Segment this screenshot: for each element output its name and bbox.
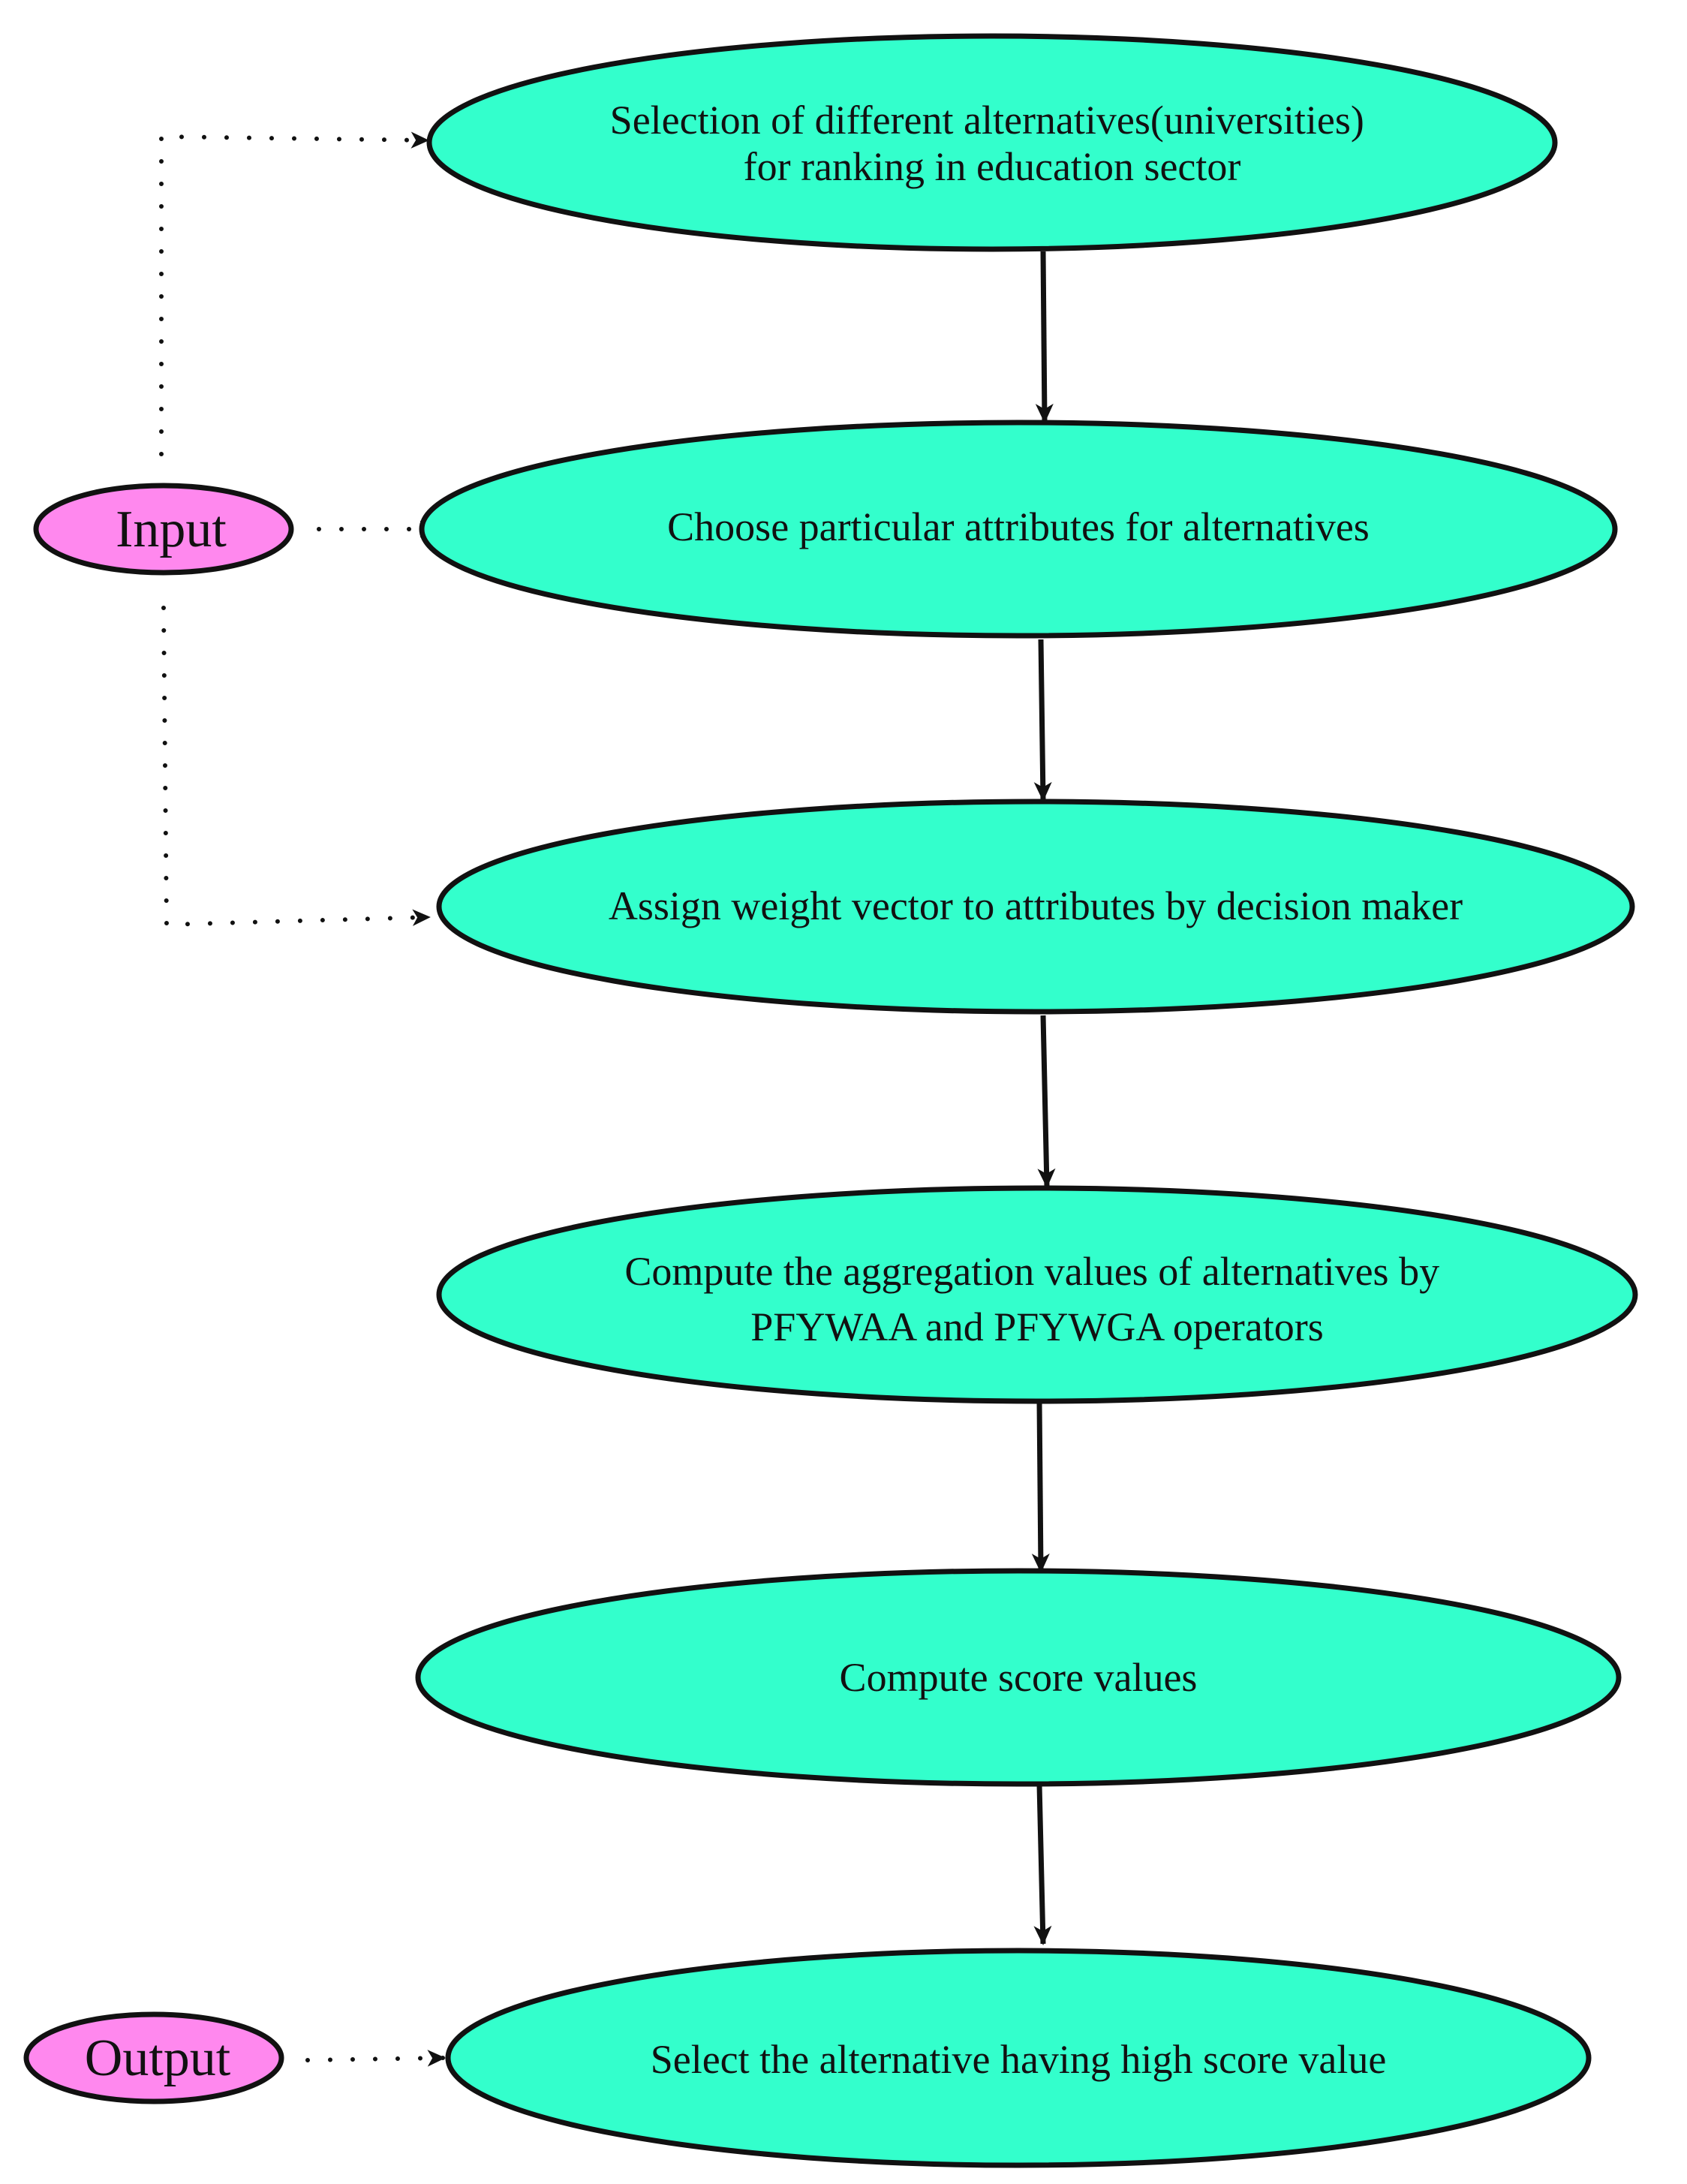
step-4-label: Compute the aggregation values of altern… [624, 1249, 1449, 1349]
step-5-to-step-6-edge [1033, 1784, 1052, 1945]
output-node: Output [23, 2011, 284, 2104]
input-to-step-3-dotted-edge [161, 606, 432, 928]
output-ellipse [23, 2011, 284, 2104]
step-4-ellipse [436, 1185, 1638, 1404]
step-3-to-step-4-edge [1037, 1015, 1056, 1188]
step-4-to-step-5-edge [1031, 1401, 1050, 1573]
input-node: Input [33, 483, 294, 576]
step-1-label: Selection of different alternatives(univ… [610, 98, 1375, 189]
step-2-ellipse [419, 420, 1618, 639]
step-3-node: Assign weight vector to attributes by de… [436, 799, 1635, 1015]
input-ellipse [33, 483, 294, 576]
step-2-node: Choose particular attributes for alterna… [419, 420, 1618, 639]
step-4-node: Compute the aggregation values of altern… [436, 1185, 1638, 1404]
step-6-label: Select the alternative having high score… [651, 2037, 1387, 2082]
step-5-node: Compute score values [415, 1568, 1622, 1787]
step-6-node: Select the alternative having high score… [445, 1948, 1592, 2168]
step-3-label: Assign weight vector to attributes by de… [609, 883, 1463, 928]
step-6-ellipse [445, 1948, 1592, 2168]
step-2-label: Choose particular attributes for alterna… [667, 504, 1370, 549]
step-3-ellipse [436, 799, 1635, 1015]
step-5-label: Compute score values [840, 1655, 1198, 1700]
input-label: Input [116, 501, 227, 558]
step-1-ellipse [426, 33, 1558, 252]
step-1-to-step-2-edge [1035, 251, 1054, 423]
step-2-to-step-3-edge [1033, 639, 1052, 802]
input-to-step-1-dotted-edge [159, 131, 430, 456]
step-1-node: Selection of different alternatives(univ… [426, 33, 1558, 252]
step-5-ellipse [415, 1568, 1622, 1787]
step-6-to-output-dotted-edge [305, 2050, 447, 2067]
output-label: Output [85, 2029, 231, 2087]
